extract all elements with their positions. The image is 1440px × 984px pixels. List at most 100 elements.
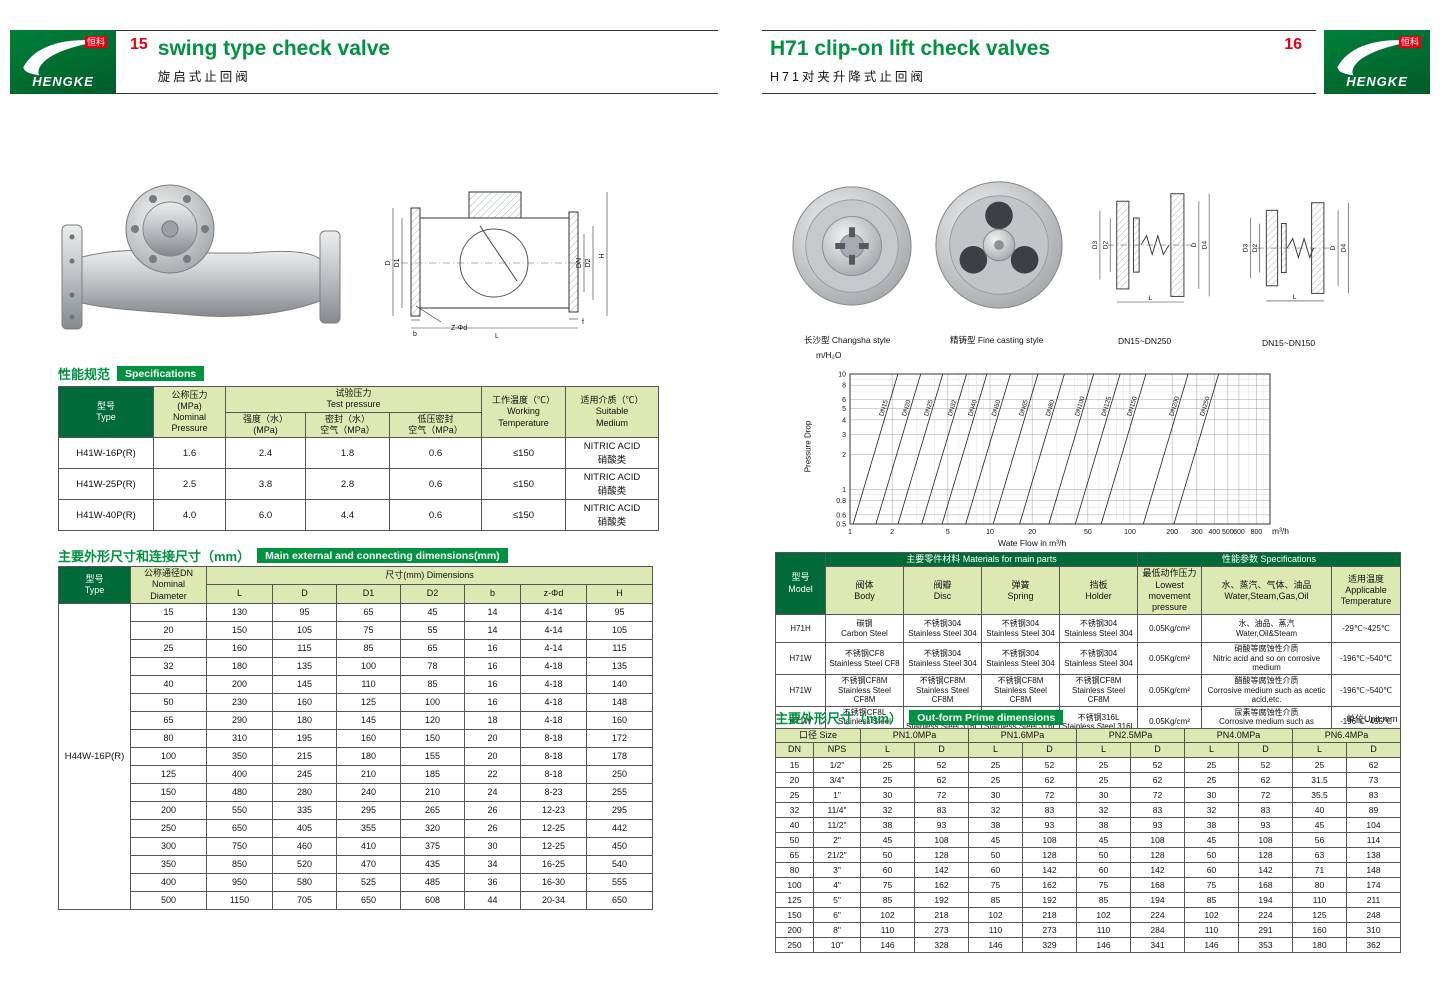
table-cell: 20: [464, 728, 521, 748]
table-cell: 110: [860, 921, 916, 938]
table-cell: 45: [968, 831, 1024, 848]
table-cell: 172: [586, 728, 653, 748]
table-cell: 4-18: [520, 674, 587, 694]
table-cell: 142: [914, 861, 970, 878]
table-cell: 110: [1292, 891, 1348, 908]
svg-text:100: 100: [1124, 529, 1136, 536]
table-cell: 36: [464, 872, 521, 892]
table-cell: 40: [130, 674, 207, 694]
table-cell: 329: [1022, 936, 1078, 953]
table-cell: 16: [464, 638, 521, 658]
table-cell: H71H: [775, 614, 826, 644]
table-cell: 16-25: [520, 854, 587, 874]
left-title-block: swing type check valve 旋启式止回阀: [158, 37, 390, 85]
table-cell: 40: [775, 816, 814, 833]
caption-changsha: 长沙型 Changsha style: [804, 335, 891, 345]
table-cell: 0.05Kg/cm²: [1137, 614, 1203, 644]
table-cell: 194: [1238, 891, 1294, 908]
table-cell: 78: [400, 656, 465, 676]
svg-text:1: 1: [848, 529, 852, 536]
table-cell: 12-25: [520, 836, 587, 856]
table-cell: 110: [968, 921, 1024, 938]
table-cell: 160: [586, 710, 653, 730]
svg-text:50: 50: [1084, 529, 1092, 536]
table-cell: 128: [1022, 846, 1078, 863]
table-cell: 26: [464, 818, 521, 838]
table-cell: 218: [1022, 906, 1078, 923]
out-group-pn64: PN6.4MPa: [1292, 727, 1402, 744]
table-cell: 72: [1238, 786, 1294, 803]
svg-text:5: 5: [842, 406, 846, 413]
table-cell: 65: [400, 638, 465, 658]
table-cell: 50: [1184, 846, 1240, 863]
dim-col-dims: 尺寸(mm) Dimensions: [206, 565, 653, 586]
svg-text:4: 4: [842, 417, 846, 424]
table-cell: 375: [400, 836, 465, 856]
table-cell: 210: [400, 782, 465, 802]
table-cell: 178: [586, 746, 653, 766]
table-cell: 50: [130, 692, 207, 712]
table-cell: 950: [206, 872, 273, 892]
table-cell: 1.6: [153, 437, 226, 469]
table-cell: 93: [1130, 816, 1186, 833]
table-cell: 22: [464, 764, 521, 784]
table-cell: 不锈钢CF8M Stainless Steel CF8M: [981, 674, 1060, 707]
table-cell: 650: [206, 818, 273, 838]
table-cell: 15: [775, 756, 814, 773]
table-cell: 140: [586, 674, 653, 694]
table-cell: 62: [1130, 771, 1186, 788]
table-cell: 醋酸等腐蚀性介质 Corrosive medium such as acetic…: [1201, 674, 1333, 707]
right-page-header: H71 clip-on lift check valves H71对夹升降式止回…: [762, 30, 1430, 94]
table-cell: 80: [130, 728, 207, 748]
table-cell: 25: [968, 756, 1024, 773]
series-label: DN50: [991, 399, 1003, 417]
table-cell: 180: [272, 710, 337, 730]
table-cell: 200: [130, 800, 207, 820]
table-cell: 142: [1022, 861, 1078, 878]
table-cell: 230: [206, 692, 273, 712]
dim-label-D3: D3: [1092, 241, 1099, 250]
table-cell: 1/2": [812, 756, 862, 773]
table-cell: 65: [336, 602, 401, 622]
table-cell: 20: [464, 746, 521, 766]
table-cell: 4.4: [305, 499, 390, 531]
svg-text:500: 500: [1222, 529, 1234, 536]
table-cell: 40: [1292, 801, 1348, 818]
table-cell: 2.8: [305, 468, 390, 500]
table-cell: 45: [860, 831, 916, 848]
table-cell: 4": [812, 876, 862, 893]
table-cell: 不锈钢304 Stainless Steel 304: [981, 614, 1060, 644]
table-cell: 25: [860, 771, 916, 788]
table-cell: 218: [914, 906, 970, 923]
table-cell: 148: [1346, 861, 1402, 878]
table-cell: -196℃~540℃: [1331, 674, 1402, 707]
table-cell: 1": [812, 786, 862, 803]
table-cell: 194: [1130, 891, 1186, 908]
wafer-valve-photo-fine-casting: [935, 181, 1063, 309]
model-type-cell: H44W-16P(R): [58, 602, 131, 910]
out-col-size: 口径 Size: [774, 727, 862, 744]
table-cell: 45: [1292, 816, 1348, 833]
table-cell: 4.0: [153, 499, 226, 531]
table-cell: 95: [586, 602, 653, 622]
table-cell: 142: [1130, 861, 1186, 878]
table-cell: 8-18: [520, 728, 587, 748]
table-cell: 25: [1076, 756, 1132, 773]
table-cell: 150: [400, 728, 465, 748]
table-cell: 608: [400, 890, 465, 910]
table-cell: 20-34: [520, 890, 587, 910]
brand-logo-left: 恒科 HENGKE: [10, 30, 116, 94]
table-cell: 125: [775, 891, 814, 908]
dim-label-D: D: [1191, 242, 1198, 247]
table-cell: 75: [336, 620, 401, 640]
table-cell: 350: [130, 854, 207, 874]
table-cell: 11/4": [812, 801, 862, 818]
table-cell: 108: [914, 831, 970, 848]
logo-chinese-tag: 恒科: [84, 36, 107, 48]
table-cell: 168: [1130, 876, 1186, 893]
